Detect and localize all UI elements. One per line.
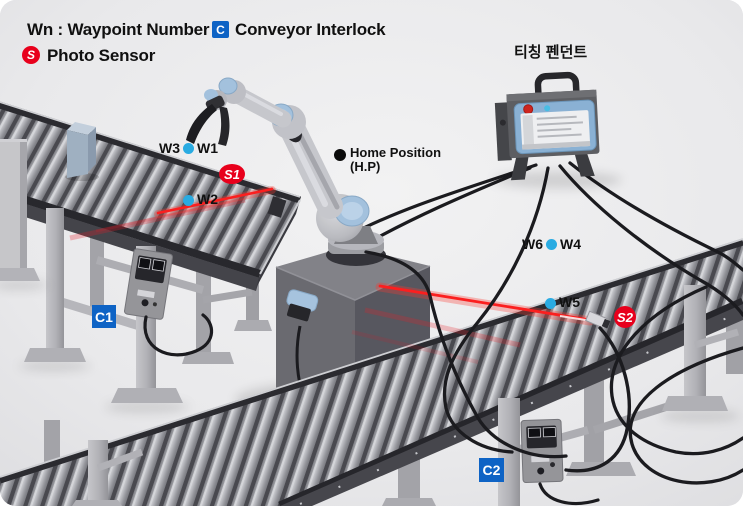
waypoint-w5: W5 <box>545 294 580 310</box>
waypoint-label-w3: W3 <box>159 140 180 156</box>
pendant-label: 티칭 펜던트 <box>514 44 588 61</box>
c1-cable <box>143 313 214 357</box>
teaching-pendant-device <box>494 71 600 181</box>
waypoint-w2: W2 <box>183 191 218 207</box>
waypoint-label-w1: W1 <box>197 140 218 156</box>
legend-conveyor-label: Conveyor Interlock <box>235 20 386 39</box>
home-position-dot <box>334 149 346 161</box>
waypoint-dot-w6-w4 <box>546 239 557 250</box>
legend-sensor-label: Photo Sensor <box>47 46 156 65</box>
conveyor-interlock-icon: C <box>212 21 229 38</box>
laser-beam-s1 <box>69 186 287 241</box>
product-box <box>65 122 99 181</box>
sensor-badge-s2: S2 <box>614 306 636 328</box>
waypoint-label-w4: W4 <box>560 236 581 252</box>
floor-cables <box>364 161 743 485</box>
robot-arm <box>186 77 386 266</box>
photo-sensor-icon: S <box>22 46 40 64</box>
right-conveyor <box>0 238 743 506</box>
home-position-title: Home Position <box>350 145 442 160</box>
sensor-badge-s1: S1 <box>219 164 245 184</box>
interlock-badge-c2: C2 <box>479 458 504 482</box>
interlock-badge-c1: C1 <box>92 305 116 328</box>
control-panel-c2 <box>520 418 564 484</box>
waypoint-w6-w4: W6 W4 <box>522 236 581 252</box>
waypoint-dot-w2 <box>183 195 194 206</box>
legend: Wn : Waypoint Number C Conveyor Interloc… <box>0 0 420 70</box>
waypoint-label-w6: W6 <box>522 236 543 252</box>
legend-waypoint-label: Wn : Waypoint Number <box>27 20 210 39</box>
laser-beam-s2 <box>351 282 611 364</box>
home-position-marker: Home Position (H.P) <box>334 146 441 173</box>
gripper <box>186 95 230 146</box>
waypoint-label-w5: W5 <box>559 294 580 310</box>
control-panel-c1 <box>124 248 173 320</box>
s2-cable <box>564 326 631 473</box>
home-position-sub: (H.P) <box>350 158 381 174</box>
waypoint-dot-w5 <box>545 298 556 309</box>
waypoint-dot-w3-w1 <box>183 143 194 154</box>
waypoint-label-w2: W2 <box>197 191 218 207</box>
waypoint-w3-w1: W3 W1 <box>159 140 218 156</box>
c2-cable <box>538 482 600 506</box>
